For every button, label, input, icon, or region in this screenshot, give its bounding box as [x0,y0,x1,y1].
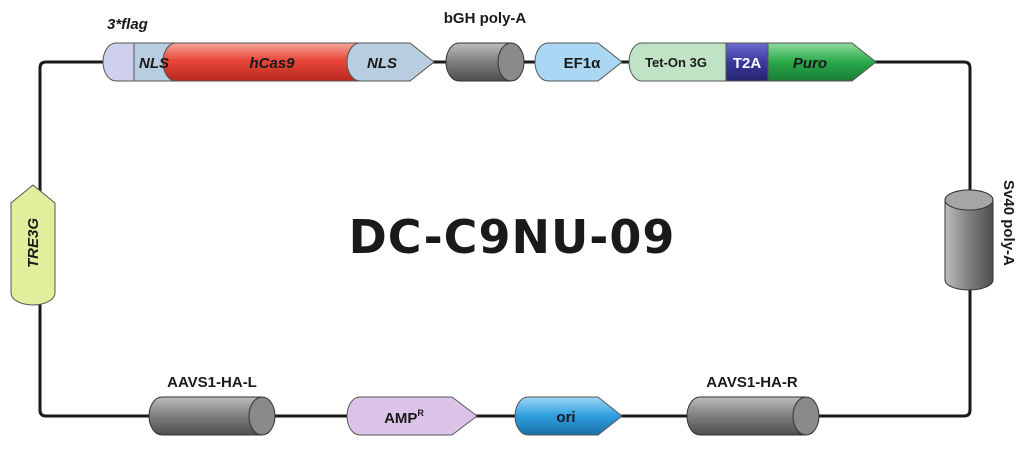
aavs1-l-label: AAVS1-HA-L [167,374,257,391]
t2a-segment [725,42,769,82]
amp-text: AMP [384,410,417,427]
aavs1-ha-r-cylinder: AAVS1-HA-R [686,374,820,436]
ef1a-promoter: EF1α [534,42,623,82]
hcas9-cassette: 3*flag NLS hCas9 NLS [102,16,435,82]
flag-segment [102,42,135,82]
amp-resistance-gene: AMPR [346,396,478,436]
nls-right-segment [346,42,435,82]
amp-label: AMPR [384,408,424,427]
ori-label: ori [556,409,575,426]
hcas9-label: hCas9 [249,55,295,72]
plasmid-title: DC-C9NU-09 [349,210,676,264]
aavs1-r-label: AAVS1-HA-R [706,374,798,391]
teton-label: Tet-On 3G [645,55,707,70]
nls-left-label: NLS [139,55,169,72]
backbone-line [38,60,972,418]
sv40-label: Sv40 poly-A [1000,180,1017,266]
puro-segment [767,42,877,82]
sv40-polya-cylinder: Sv40 poly-A [944,180,1017,291]
bgh-label: bGH poly-A [444,10,527,27]
tre3g-promoter: TRE3G [10,184,56,306]
amp-superscript: R [417,408,424,418]
ori-element: ori [514,396,623,436]
teton-t2a-puro-cassette: Tet-On 3G T2A Puro [628,42,877,82]
bgh-polya-cylinder: bGH poly-A [444,10,527,82]
t2a-label: T2A [733,55,762,72]
puro-label: Puro [793,55,827,72]
ef1a-label: EF1α [564,55,602,72]
nls-right-label: NLS [367,55,397,72]
aavs1-ha-l-cylinder: AAVS1-HA-L [148,374,276,436]
tre3g-label: TRE3G [25,218,42,268]
teton-segment [628,42,727,82]
flag-label: 3*flag [107,16,148,33]
